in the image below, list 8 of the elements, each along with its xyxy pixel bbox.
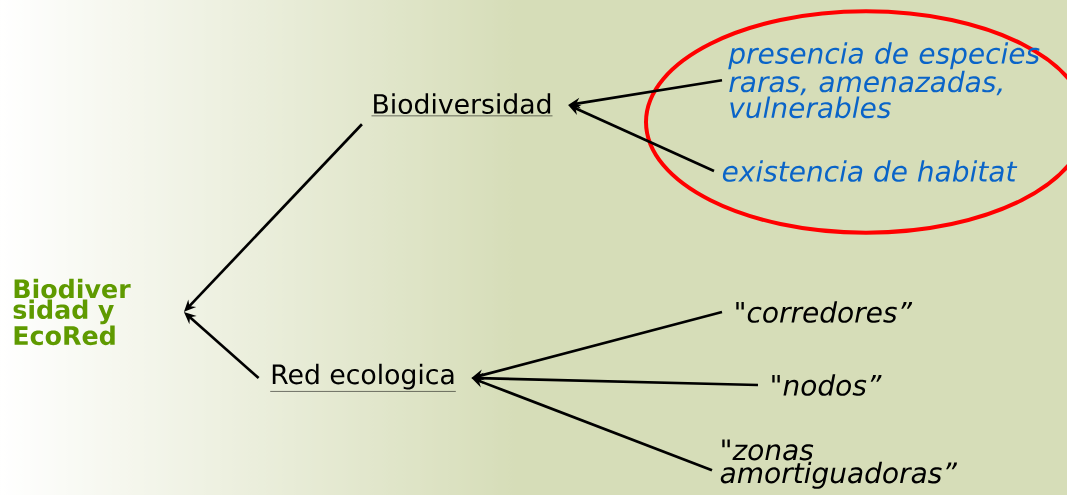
leaf-label: "corredores”	[736, 301, 913, 323]
leaf-label: existencia de habitat	[722, 160, 1018, 182]
title-text: Biodiver sidad y EcoRed	[13, 278, 131, 346]
branch-label: Red ecologica	[269, 363, 457, 392]
leaf-label: "zonas amortiguadoras”	[720, 439, 957, 489]
leaf-label: presencia de especies raras, amenazadas, vulnerables	[728, 42, 1040, 119]
branch-label: Biodiversidad	[371, 93, 553, 117]
leaf-label: "nodos”	[772, 374, 882, 396]
